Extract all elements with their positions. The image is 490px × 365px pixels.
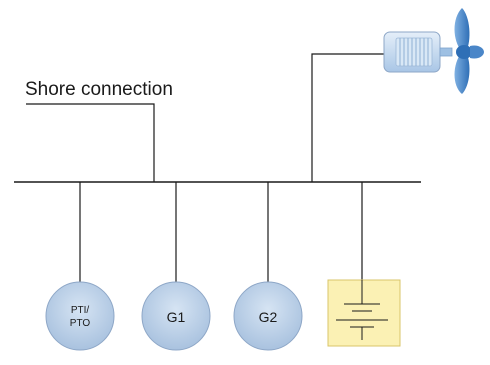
motor-icon: [383, 31, 453, 73]
shore-connection-label: Shore connection: [25, 79, 173, 100]
drop-lines: [79, 182, 363, 284]
g1-generator-node: G1: [141, 281, 211, 351]
pti-pto-label-line1: PTI/: [71, 305, 90, 316]
motor-feeder-line: [311, 53, 384, 182]
g1-label: G1: [167, 309, 186, 325]
pti-pto-node: PTI/ PTO: [45, 281, 115, 351]
propeller-icon: [454, 8, 484, 94]
g2-label: G2: [259, 309, 278, 325]
g2-generator-node: G2: [233, 281, 303, 351]
shore-connection-line: [26, 103, 155, 182]
battery-node: [327, 279, 401, 347]
pti-pto-label-line2: PTO: [70, 318, 91, 329]
